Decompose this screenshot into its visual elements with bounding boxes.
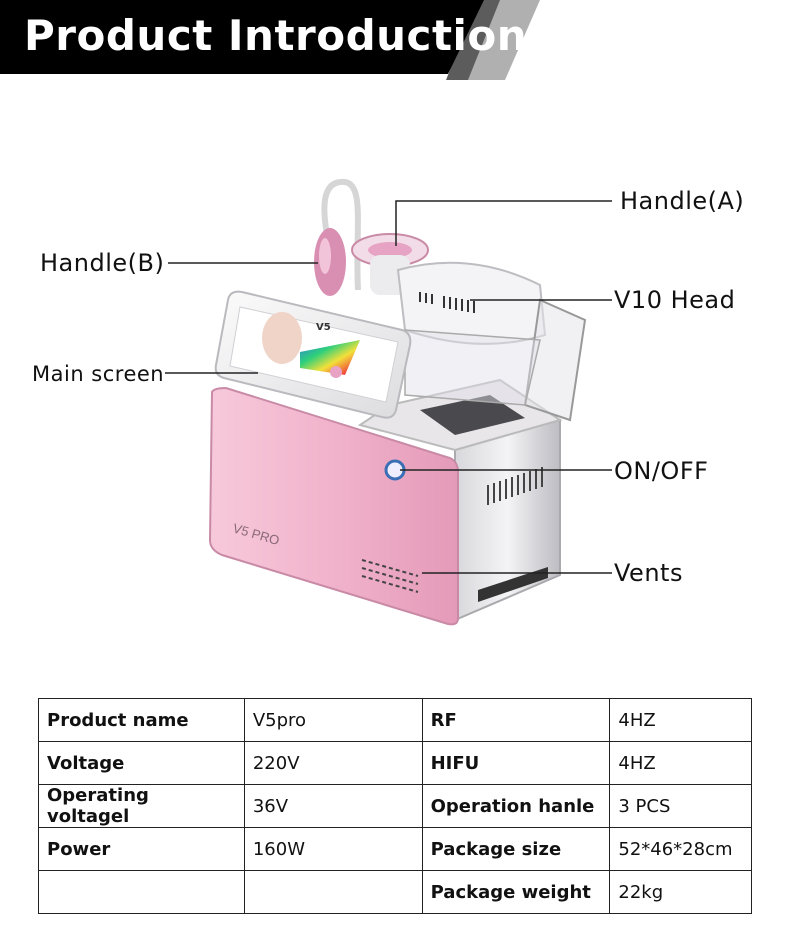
spec-key: Voltage [38,741,245,785]
callout-v10-head: V10 Head [614,286,736,314]
page-title: Product Introduction [24,11,528,60]
device-illustration: V5 PRO V5 [165,178,612,626]
main-screen: V5 [214,290,412,419]
spec-key: Package weight [421,870,611,914]
spec-key: Package size [421,827,611,871]
callout-handle-b: Handle(B) [40,249,165,277]
spec-value: V5pro [243,698,423,742]
table-row: Power 160W Package size 52*46*28cm [38,827,752,871]
spec-value: 3 PCS [609,784,752,828]
spec-key [38,870,245,914]
spec-key: HIFU [421,741,611,785]
callout-vents: Vents [614,559,683,587]
banner-shape [0,0,540,80]
handle-b [314,228,346,296]
spec-key: Operation hanle [421,784,611,828]
table-row: Product name V5pro RF 4HZ [38,698,752,742]
spec-key: Power [38,827,245,871]
spec-value [243,870,423,914]
callout-lines [165,200,612,574]
header-banner: Product Introduction [0,0,540,80]
device-front-body [208,386,459,626]
spec-table: Product name V5pro RF 4HZ Voltage 220V H… [38,698,752,914]
spec-value: 220V [243,741,423,785]
spec-key: Product name [38,698,245,742]
spec-value: 4HZ [609,698,752,742]
spec-key: Operating voltagel [38,784,245,828]
spec-value: 160W [243,827,423,871]
spec-value: 52*46*28cm [609,827,752,871]
table-row: Package weight 22kg [38,870,752,914]
callout-main-screen: Main screen [32,362,165,386]
spec-value: 36V [243,784,423,828]
spec-value: 22kg [609,870,752,914]
callout-handle-a: Handle(A) [620,187,745,215]
front-vents [361,559,419,593]
screen-logo: V5 [316,322,331,333]
callout-on-off: ON/OFF [614,457,709,485]
v10-head [396,261,587,422]
table-row: Operating voltagel 36V Operation hanle 3… [38,784,752,828]
spec-value: 4HZ [609,741,752,785]
spec-key: RF [421,698,611,742]
table-row: Voltage 220V HIFU 4HZ [38,741,752,785]
